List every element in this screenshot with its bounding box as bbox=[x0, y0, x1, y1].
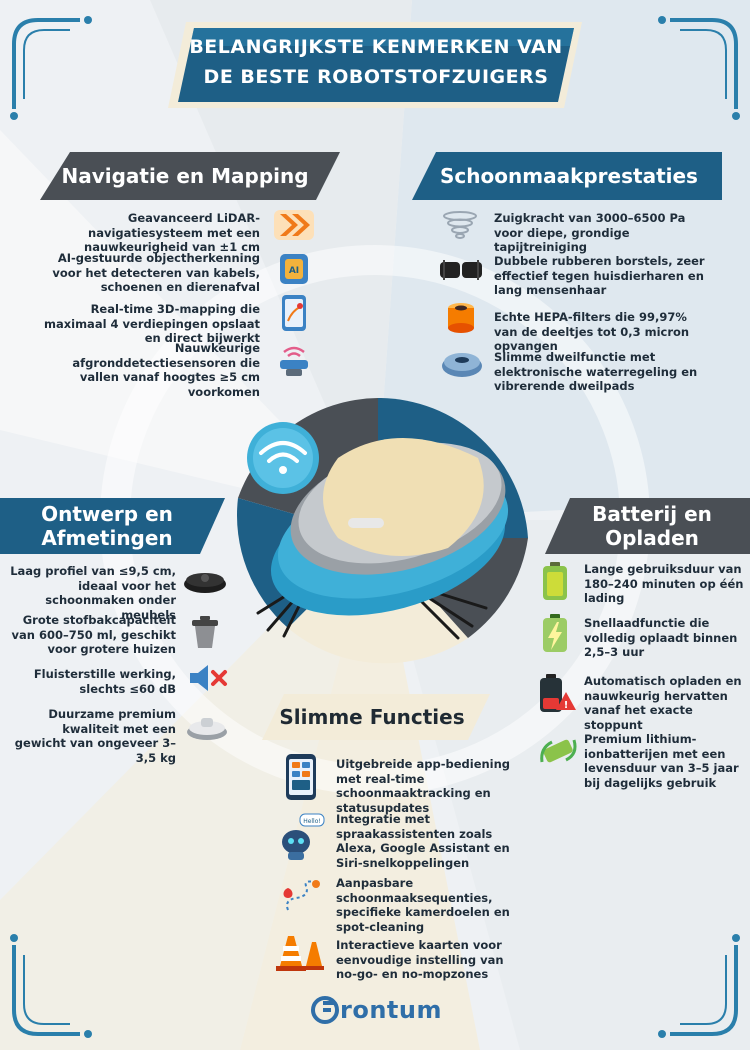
smart-item-3: Aanpasbare schoonmaaksequenties, specifi… bbox=[336, 876, 510, 934]
title-line-2: DE BESTE ROBOTSTOFZUIGERS bbox=[203, 66, 549, 88]
mop-robot-icon bbox=[442, 353, 482, 377]
title-line-1: BELANGRIJKSTE KENMERKEN VAN bbox=[189, 36, 563, 58]
robot-vacuum-illustration bbox=[236, 398, 528, 664]
battery-charging-icon bbox=[543, 614, 567, 652]
cleaning-item-2: Dubbele rubberen borstels, zeer effectie… bbox=[494, 254, 705, 297]
battery-item-3: Automatisch opladen en nauwkeurig hervat… bbox=[584, 674, 742, 732]
heading-banner-battery bbox=[545, 498, 750, 554]
battery-item-2: Snellaadfunctie die volledig oplaadt bin… bbox=[584, 616, 738, 659]
heading-smart: Slimme Functies bbox=[279, 705, 465, 729]
sensor-icon bbox=[280, 346, 308, 376]
nav-item-4: Nauwkeurige afgronddetectiesensoren die … bbox=[72, 341, 260, 399]
design-item-3: Fluisterstille werking, slechts ≤60 dB bbox=[33, 667, 176, 696]
corner-ornament-bottom-right bbox=[658, 934, 740, 1038]
wifi-icon bbox=[250, 420, 320, 490]
dustbin-icon bbox=[192, 616, 218, 648]
corner-ornament-bottom-left bbox=[10, 934, 92, 1038]
page-title: BELANGRIJKSTE KENMERKEN VAN DE BESTE ROB… bbox=[186, 32, 566, 92]
smart-item-4: Interactieve kaarten voor eenvoudige ins… bbox=[336, 938, 504, 981]
double-chevron-icon bbox=[274, 210, 314, 240]
brand-name: rontum bbox=[340, 996, 442, 1024]
speech-bubble-text: Hello! bbox=[303, 818, 321, 825]
cleaning-item-4: Slimme dweilfunctie met elektronische wa… bbox=[494, 350, 698, 393]
battery-item-4: Premium lithium-ionbatterijen met een le… bbox=[584, 732, 739, 790]
smart-item-2: Integratie met spraakassistenten zoals A… bbox=[336, 812, 510, 870]
heading-banner-design bbox=[0, 498, 225, 554]
svg-text:AI: AI bbox=[289, 266, 299, 276]
heading-battery-line-2: Opladen bbox=[605, 526, 699, 550]
map-phone-icon bbox=[282, 295, 306, 331]
heading-banner-navigation bbox=[40, 152, 340, 200]
battery-full-icon bbox=[543, 562, 567, 600]
svg-text:!: ! bbox=[564, 700, 569, 711]
battery-item-1: Lange gebruiksduur van 180–240 minuten o… bbox=[584, 562, 744, 605]
hepa-filter-icon bbox=[448, 303, 474, 333]
smart-item-1: Uitgebreide app-bediening met real-time … bbox=[336, 757, 511, 815]
cleaning-item-1: Zuigkracht van 3000–6500 Pa voor diepe, … bbox=[494, 211, 686, 254]
heading-design-line-1: Ontwerp en bbox=[41, 502, 173, 526]
flat-robot-icon bbox=[184, 573, 226, 593]
mute-speaker-icon bbox=[190, 665, 227, 691]
heading-design: Ontwerp en Afmetingen bbox=[22, 500, 192, 552]
design-item-1: Laag profiel van ≤9,5 cm, ideaal voor he… bbox=[10, 564, 176, 622]
ai-chip-icon: AI bbox=[280, 254, 308, 284]
heading-design-line-2: Afmetingen bbox=[41, 526, 173, 550]
nav-item-2: AI-gestuurde objectherkenning voor het d… bbox=[52, 251, 260, 294]
heading-battery-line-1: Batterij en bbox=[592, 502, 712, 526]
nav-item-3: Real-time 3D-mapping die maximaal 4 verd… bbox=[43, 302, 260, 345]
brand-logo-icon bbox=[311, 996, 339, 1024]
traffic-cone-icon bbox=[276, 936, 324, 971]
design-item-2: Grote stofbakcapaciteit van 600–750 ml, … bbox=[11, 613, 176, 656]
heading-banner-smart bbox=[262, 694, 490, 740]
design-item-4: Duurzame premium kwaliteit met een gewic… bbox=[14, 707, 176, 765]
brand-logo: rontum bbox=[310, 990, 450, 1030]
corner-ornament-top-right bbox=[658, 16, 740, 120]
corner-ornament-top-left bbox=[10, 16, 92, 120]
heading-cleaning: Schoonmaakprestaties bbox=[440, 164, 698, 188]
nav-item-1: Geavanceerd LiDAR-navigatiesysteem met e… bbox=[84, 211, 260, 254]
cleaning-item-3: Echte HEPA-filters die 99,97% van de dee… bbox=[494, 310, 690, 353]
route-pin-icon bbox=[283, 880, 320, 911]
battery-warning-icon: ! bbox=[540, 674, 576, 712]
brush-roller-icon bbox=[440, 260, 482, 280]
heading-banner-cleaning bbox=[412, 152, 722, 200]
premium-robot-icon bbox=[187, 718, 227, 740]
tornado-icon bbox=[443, 211, 477, 239]
heading-battery: Batterij en Opladen bbox=[572, 500, 732, 552]
title-banner bbox=[168, 22, 582, 108]
voice-assistant-robot-icon: Hello! bbox=[282, 813, 325, 860]
heading-navigation: Navigatie en Mapping bbox=[61, 164, 309, 188]
app-phone-icon bbox=[286, 754, 316, 800]
battery-cycle-icon bbox=[540, 739, 577, 763]
